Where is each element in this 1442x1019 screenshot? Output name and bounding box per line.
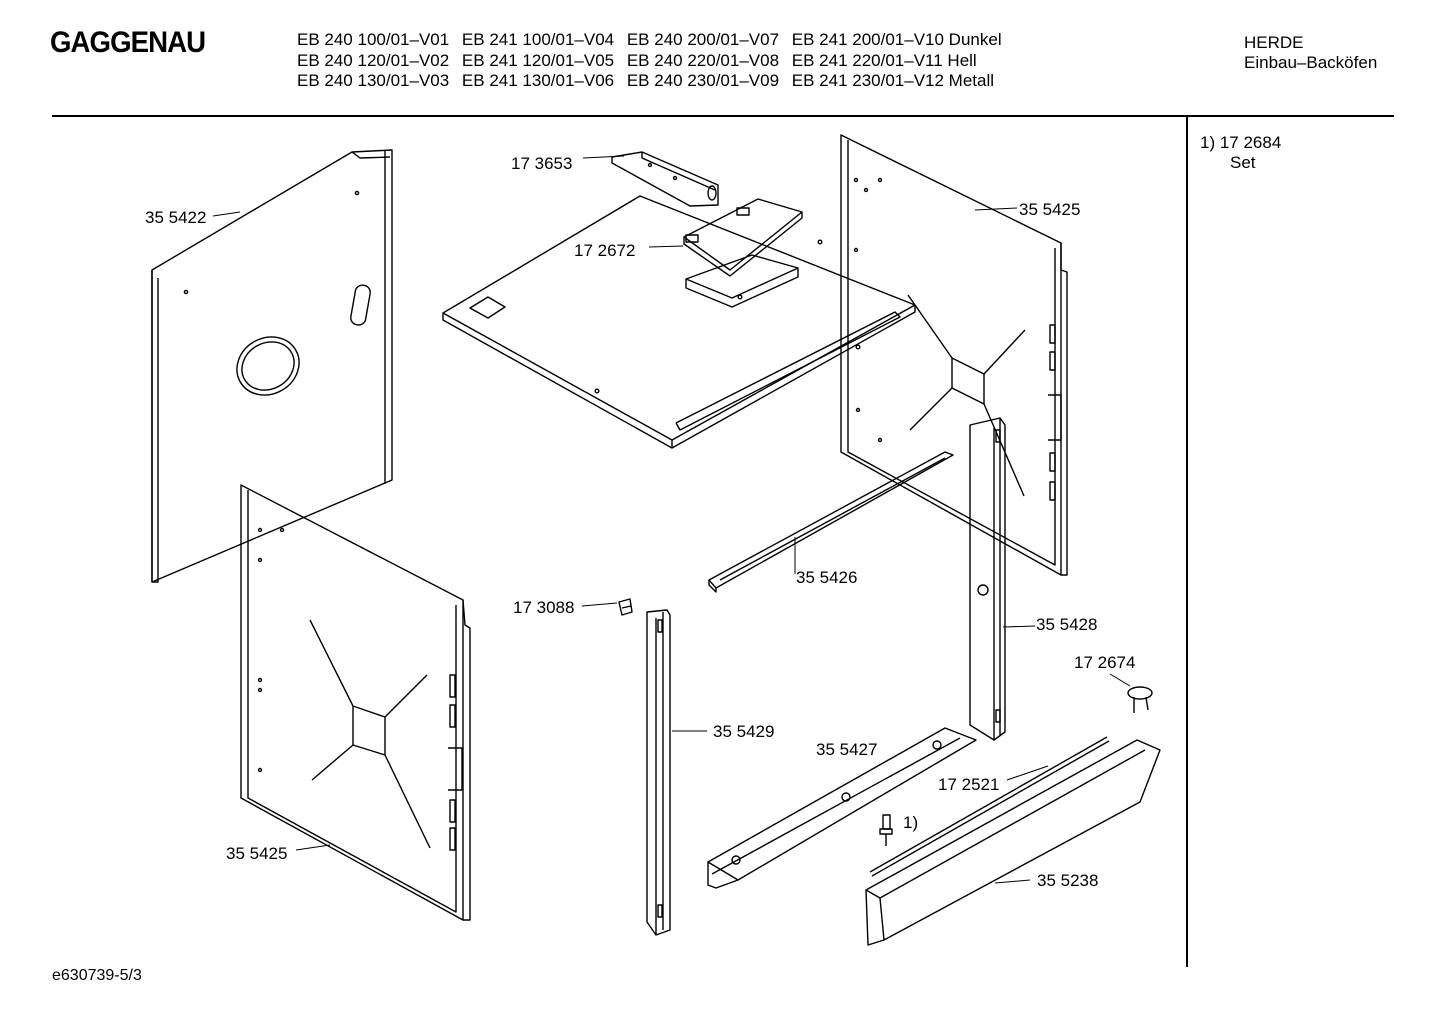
side-panel-left-back xyxy=(151,149,393,583)
category-title: HERDE xyxy=(1244,33,1304,52)
part-label: 35 5427 xyxy=(816,740,877,759)
part-label: 35 5429 xyxy=(713,722,774,741)
side-panel-right xyxy=(840,134,1068,576)
model-code: EB 241 200/01–V10 Dunkel xyxy=(791,30,1002,49)
notes-panel: 1) 17 2684 Set xyxy=(1200,133,1281,173)
front-trim xyxy=(865,739,1161,946)
part-label: 17 3653 xyxy=(511,154,572,173)
category-block: HERDE Einbau–Backöfen xyxy=(1244,33,1377,73)
model-row-1: EB 240 100/01–V01 EB 241 100/01–V04 EB 2… xyxy=(297,30,1010,51)
model-code: EB 240 130/01–V03 xyxy=(297,71,450,90)
note-ref: 1) 17 2684 xyxy=(1200,133,1282,152)
model-code: EB 241 130/01–V06 xyxy=(461,71,615,90)
header-divider xyxy=(52,115,1394,117)
part-label: 35 5422 xyxy=(145,208,206,227)
bottom-rail xyxy=(707,727,977,889)
part-label: 17 2521 xyxy=(938,775,999,794)
part-label: 35 5425 xyxy=(1019,200,1080,219)
top-panel xyxy=(442,195,916,449)
screw xyxy=(618,598,633,616)
model-code: EB 240 230/01–V09 xyxy=(626,71,780,90)
side-panel-left-front xyxy=(240,484,471,921)
model-row-3: EB 240 130/01–V03 EB 241 130/01–V06 EB 2… xyxy=(297,71,1010,92)
part-label: 35 5426 xyxy=(796,568,857,587)
brand-logo: GAGGENAU xyxy=(50,26,206,59)
note-desc: Set xyxy=(1230,153,1256,172)
model-code: EB 240 120/01–V02 xyxy=(297,50,450,70)
part-label: 17 2672 xyxy=(574,241,635,260)
drawing-id: e630739-5/3 xyxy=(52,967,142,984)
part-label: 17 3088 xyxy=(513,598,574,617)
vertical-post-left xyxy=(646,609,671,936)
bracket xyxy=(611,151,719,207)
adjustable-foot xyxy=(1127,686,1153,713)
model-code: EB 241 120/01–V05 xyxy=(461,50,615,70)
cover-plate xyxy=(683,198,803,277)
part-label: 35 5238 xyxy=(1037,871,1098,890)
pin-set-item xyxy=(879,814,893,846)
model-code: EB 240 100/01–V01 xyxy=(297,30,450,49)
model-code: EB 240 220/01–V08 xyxy=(626,50,780,70)
leader-lines xyxy=(212,155,1131,884)
vertical-post-right xyxy=(969,417,1006,741)
rod xyxy=(869,736,1110,877)
model-code: EB 241 100/01–V04 xyxy=(461,30,615,49)
part-label: 17 2674 xyxy=(1074,653,1135,672)
part-label: 1) xyxy=(903,813,918,832)
notes-divider xyxy=(1186,117,1188,967)
model-list: EB 240 100/01–V01 EB 241 100/01–V04 EB 2… xyxy=(297,30,1010,92)
model-code: EB 240 200/01–V07 xyxy=(626,30,780,49)
slotted-rail xyxy=(708,451,954,593)
part-label: 35 5428 xyxy=(1036,615,1097,634)
part-label: 35 5425 xyxy=(226,844,287,863)
model-code: EB 241 220/01–V11 Hell xyxy=(791,50,977,70)
model-row-2: EB 240 120/01–V02 EB 241 120/01–V05 EB 2… xyxy=(297,51,1010,72)
model-code: EB 241 230/01–V12 Metall xyxy=(791,71,995,90)
category-subtitle: Einbau–Backöfen xyxy=(1244,53,1378,72)
